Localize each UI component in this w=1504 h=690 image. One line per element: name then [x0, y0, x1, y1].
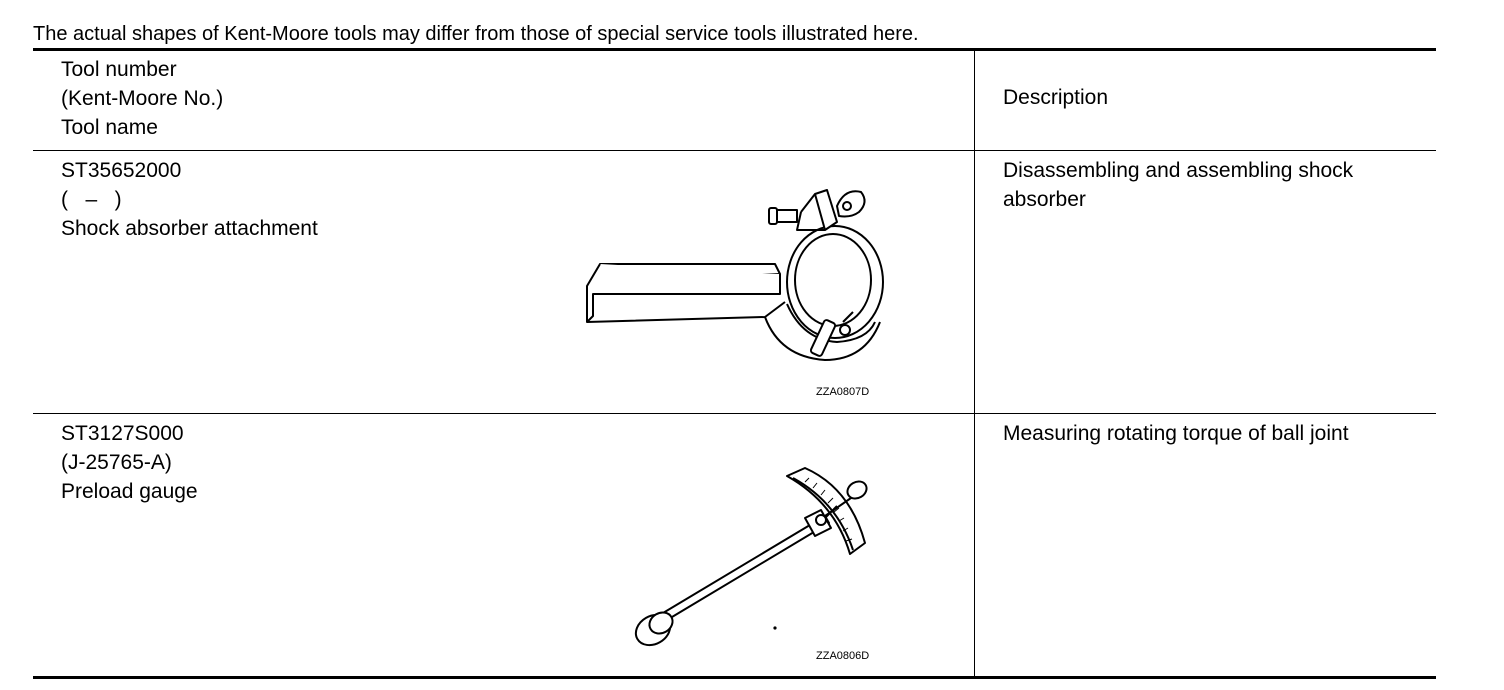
tool-name: Preload gauge [61, 480, 198, 503]
preload-gauge-icon [634, 467, 868, 647]
tool-number: ST35652000 [61, 159, 182, 182]
tool-name: Shock absorber attachment [61, 217, 318, 240]
header-description: Description [1003, 86, 1109, 109]
column-divider [974, 50, 975, 677]
table-row-1-tool: ST35652000 ( – ) Shock absorber attachme… [61, 156, 318, 243]
figure-code: ZZA0807D [816, 386, 870, 398]
kent-moore-number: (J-25765-A) [61, 451, 172, 474]
table-bottom-rule [33, 676, 1436, 679]
table-row-2-tool: ST3127S000 (J-25765-A) Preload gauge [61, 419, 198, 506]
figure-code: ZZA0806D [816, 650, 870, 662]
table-row-2-description: Measuring rotating torque of ball joint [1003, 422, 1349, 445]
table-row-1-description: Disassembling and assembling shock absor… [1003, 159, 1354, 211]
shock-absorber-attachment-icon [586, 189, 884, 361]
header-separator [33, 150, 1436, 151]
kent-moore-number: ( – ) [61, 188, 122, 211]
header-kent-moore: (Kent-Moore No.) [61, 87, 224, 110]
header-tool-column: Tool number (Kent-Moore No.) Tool name [61, 55, 223, 142]
header-tool-number: Tool number [61, 58, 177, 81]
tool-number: ST3127S000 [61, 422, 184, 445]
page-note: The actual shapes of Kent-Moore tools ma… [33, 23, 919, 45]
table-top-rule [33, 48, 1436, 51]
header-tool-name: Tool name [61, 116, 158, 139]
row-separator [33, 413, 1436, 414]
